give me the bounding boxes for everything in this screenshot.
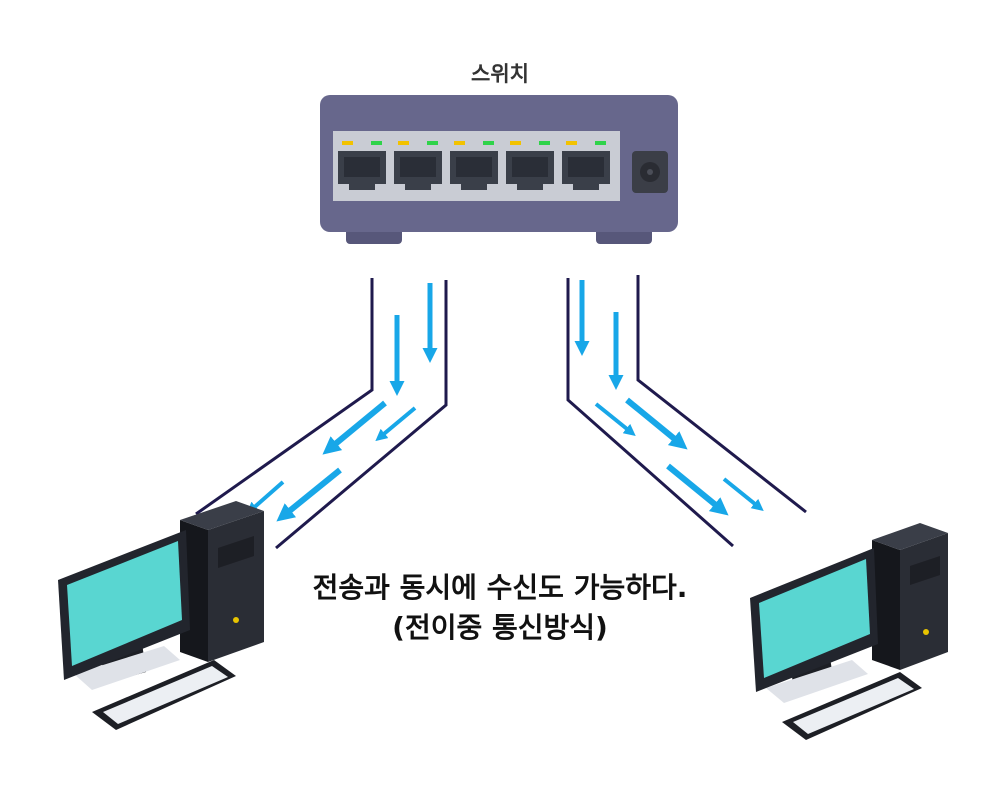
left-channel	[195, 278, 448, 550]
power-jack-pin	[647, 169, 653, 175]
network-switch	[320, 95, 678, 244]
port-led-yellow	[566, 141, 577, 145]
port-led-yellow	[510, 141, 521, 145]
monitor-screen	[67, 541, 182, 666]
port-slot	[400, 157, 436, 177]
port-slot	[512, 157, 548, 177]
arrow-to-right-computer	[625, 397, 688, 450]
tower-side	[872, 540, 900, 670]
port-slot	[568, 157, 604, 177]
port-slot	[344, 157, 380, 177]
keyboard-keys	[103, 666, 228, 724]
monitor-screen	[759, 559, 870, 678]
arrow-to-right-computer	[594, 402, 636, 437]
tower-bay	[218, 536, 254, 568]
tower-top	[872, 523, 948, 550]
arrow-to-left-computer	[375, 406, 417, 442]
port-group	[338, 141, 610, 190]
tower-bay	[910, 556, 940, 585]
port-slot	[456, 157, 492, 177]
right-channel-arrows	[574, 280, 764, 516]
arrow-to-left-computer	[246, 480, 285, 515]
port-led-yellow	[398, 141, 409, 145]
tower-top	[180, 501, 264, 530]
port-led-green	[539, 141, 550, 145]
power-button-icon	[233, 617, 239, 623]
power-button-icon	[923, 629, 929, 635]
port-led-yellow	[454, 141, 465, 145]
arrow-to-right-computer	[666, 463, 729, 516]
right-channel	[566, 275, 807, 548]
switch-label: 스위치	[471, 62, 529, 86]
port-led-yellow	[342, 141, 353, 145]
port-led-green	[595, 141, 606, 145]
arrow-to-left-computer	[276, 467, 342, 522]
port-led-green	[371, 141, 382, 145]
monitor-base	[766, 660, 868, 703]
tower-front	[900, 533, 948, 670]
left-channel-inner-line	[275, 280, 448, 550]
caption-line-2: (전이중 통신방식)	[392, 611, 608, 644]
left-computer	[58, 501, 264, 730]
arrow-to-left-computer	[322, 400, 387, 455]
left-channel-outer-line	[195, 278, 374, 516]
keyboard-keys	[793, 678, 914, 734]
left-channel-arrows	[246, 283, 438, 522]
arrow-to-right-computer	[722, 477, 764, 512]
port-led-green	[483, 141, 494, 145]
right-computer	[750, 523, 948, 740]
right-channel-inner-line	[636, 275, 807, 514]
monitor-base	[74, 646, 180, 690]
caption: 전송과 동시에 수신도 가능하다. (전이중 통신방식)	[260, 568, 740, 648]
caption-line-1: 전송과 동시에 수신도 가능하다.	[312, 571, 688, 604]
tower-front	[208, 511, 264, 662]
right-channel-outer-line	[566, 278, 734, 548]
port-led-green	[427, 141, 438, 145]
